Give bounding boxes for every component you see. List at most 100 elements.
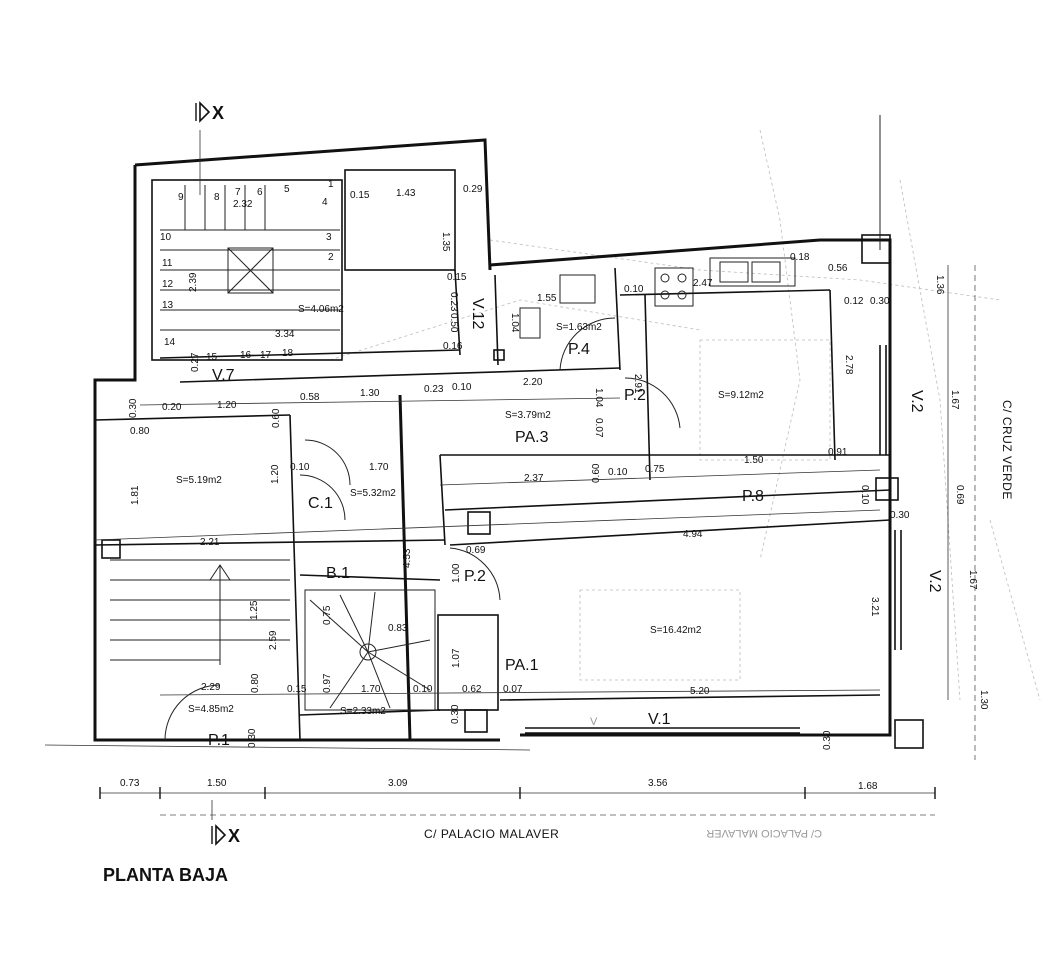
label-v2-lower: V.2 (926, 570, 943, 593)
dimension-label: 3.34 (275, 329, 295, 340)
label-v7: V.7 (212, 367, 235, 384)
dimension-label: 1.70 (369, 462, 389, 473)
label-p2-lower: P.2 (464, 568, 486, 585)
dimension-label: 0.20 (162, 402, 182, 413)
dimension-label: 1.04 (593, 388, 604, 408)
dimension-label: 0.56 (828, 263, 848, 274)
dimension-label: 0.15 (447, 272, 467, 283)
street-bottom-mirror: C/ PALACIO MALAVER (706, 827, 822, 839)
dimension-label: 0.50 (448, 313, 459, 333)
stairs-upper (160, 185, 340, 331)
dimension-label: 2.59 (268, 630, 279, 650)
label-p4: P.4 (568, 341, 590, 358)
ghost-overlay (329, 129, 1041, 701)
dimension-label: 0.30 (870, 296, 890, 307)
interior-walls (94, 169, 924, 749)
dimension-label: 2.29 (201, 682, 221, 693)
dimension-label: 0.80 (250, 673, 261, 693)
dimension-label: 2.39 (188, 272, 199, 292)
dimension-label: 1.81 (130, 485, 141, 505)
dimension-label: 0.73 (120, 778, 140, 789)
dimension-label: 0.91 (828, 447, 848, 458)
dimension-label: 0.10 (452, 382, 472, 393)
label-v12: V.12 (469, 298, 486, 330)
dimension-label: 1.67 (967, 570, 978, 590)
dimension-label: 0.12 (844, 296, 864, 307)
dimension-label: 1.04 (509, 313, 520, 333)
dimension-labels: 2.32 2.39 3.34 0.15 1.43 0.29 1.35 0.15 … (120, 184, 989, 792)
street-bottom: C/ PALACIO MALAVER (424, 827, 559, 841)
dimension-label: 1.43 (396, 188, 416, 199)
dimension-label: 0.30 (247, 728, 258, 748)
dimension-label: 12 (162, 279, 174, 290)
dimension-label: 0.30 (450, 704, 461, 724)
dimension-label: 2.78 (843, 355, 854, 375)
dimension-label: 2.37 (524, 473, 544, 484)
room-area: S=3.79m2 (505, 410, 551, 421)
dimension-label: 1.20 (270, 464, 281, 484)
dimension-label: 3.56 (648, 778, 668, 789)
dimension-label: 5 (284, 184, 290, 195)
dimension-label: 0.10 (608, 467, 628, 478)
dimension-label: 0.10 (859, 485, 870, 505)
label-v-ghost: V (590, 716, 598, 728)
dimension-label: 9 (178, 192, 184, 203)
room-area: S=1.63m2 (556, 322, 602, 333)
dimension-label: 17 (260, 350, 272, 361)
dimension-label: 3.09 (388, 778, 408, 789)
dimension-label: 0.29 (463, 184, 483, 195)
dimension-label: 3.21 (869, 597, 880, 617)
label-c1: C.1 (308, 495, 333, 512)
plan-title: PLANTA BAJA (103, 865, 228, 885)
dimension-label: 1.35 (440, 232, 451, 252)
dimension-label: 0.80 (130, 426, 150, 437)
dimension-label: 0.18 (790, 252, 810, 263)
room-areas: S=4.06m2 S=1.63m2 S=9.12m2 S=3.79m2 S=5.… (176, 304, 764, 717)
dimension-label: 8 (214, 192, 220, 203)
dimension-label: 0.69 (954, 485, 965, 505)
spiral-stair (304, 589, 436, 711)
dimension-label: 0.62 (462, 684, 482, 695)
dimension-label: 0.16 (443, 341, 463, 352)
label-p1: P.1 (208, 732, 230, 749)
dimension-label: 0.75 (322, 605, 333, 625)
dimension-label: 0.27 (190, 352, 201, 372)
element-labels: V.7 V.12 P.4 P.2 PA.3 P.8 C.1 B.1 P.2 PA… (208, 298, 943, 749)
dimension-label: 1.50 (207, 778, 227, 789)
section-marker-bottom: X (211, 824, 240, 846)
dimension-label: 0.10 (413, 684, 433, 695)
room-area: S=4.85m2 (188, 704, 234, 715)
dimension-label: 1.20 (217, 400, 237, 411)
dimension-label: 7 (235, 187, 241, 198)
stair-step-numbers: 1 2 3 4 5 6 7 8 9 10 11 12 13 14 15 16 1… (160, 179, 334, 363)
dimension-label: 15 (206, 352, 218, 363)
dimension-label: 13 (162, 300, 174, 311)
dimension-label: 0.60 (591, 463, 602, 483)
dimension-label: 1.70 (361, 684, 381, 695)
dimension-label: 1.30 (360, 388, 380, 399)
dimension-label: 11 (162, 258, 173, 269)
dimension-label: 4 (322, 197, 328, 208)
dimension-label: 0.15 (350, 190, 370, 201)
dimension-label: 1.30 (978, 690, 989, 710)
dimension-label: 1.50 (744, 455, 764, 466)
dimension-label: 1.55 (537, 293, 557, 304)
section-marker-label: X (212, 103, 224, 123)
dimension-label: 10 (160, 232, 172, 243)
dimension-label: 2.47 (693, 278, 713, 289)
room-area: S=4.06m2 (298, 304, 344, 315)
dimension-label: 2.32 (233, 199, 253, 210)
dimension-label: 0.69 (466, 545, 486, 556)
dimension-label: 0.23 (448, 292, 459, 312)
label-p8: P.8 (742, 488, 764, 505)
dimension-label: 0.30 (890, 510, 910, 521)
dimension-label: 2.21 (200, 537, 220, 548)
room-area: S=2.33m2 (340, 706, 386, 717)
dimension-label: 0.97 (322, 673, 333, 693)
dimension-label: 0.83 (388, 623, 408, 634)
dimension-label: 0.15 (287, 684, 307, 695)
room-area: S=16.42m2 (650, 625, 702, 636)
label-p2: P.2 (624, 387, 646, 404)
dimension-label: 3 (326, 232, 332, 243)
dimension-label: 0.10 (624, 284, 644, 295)
